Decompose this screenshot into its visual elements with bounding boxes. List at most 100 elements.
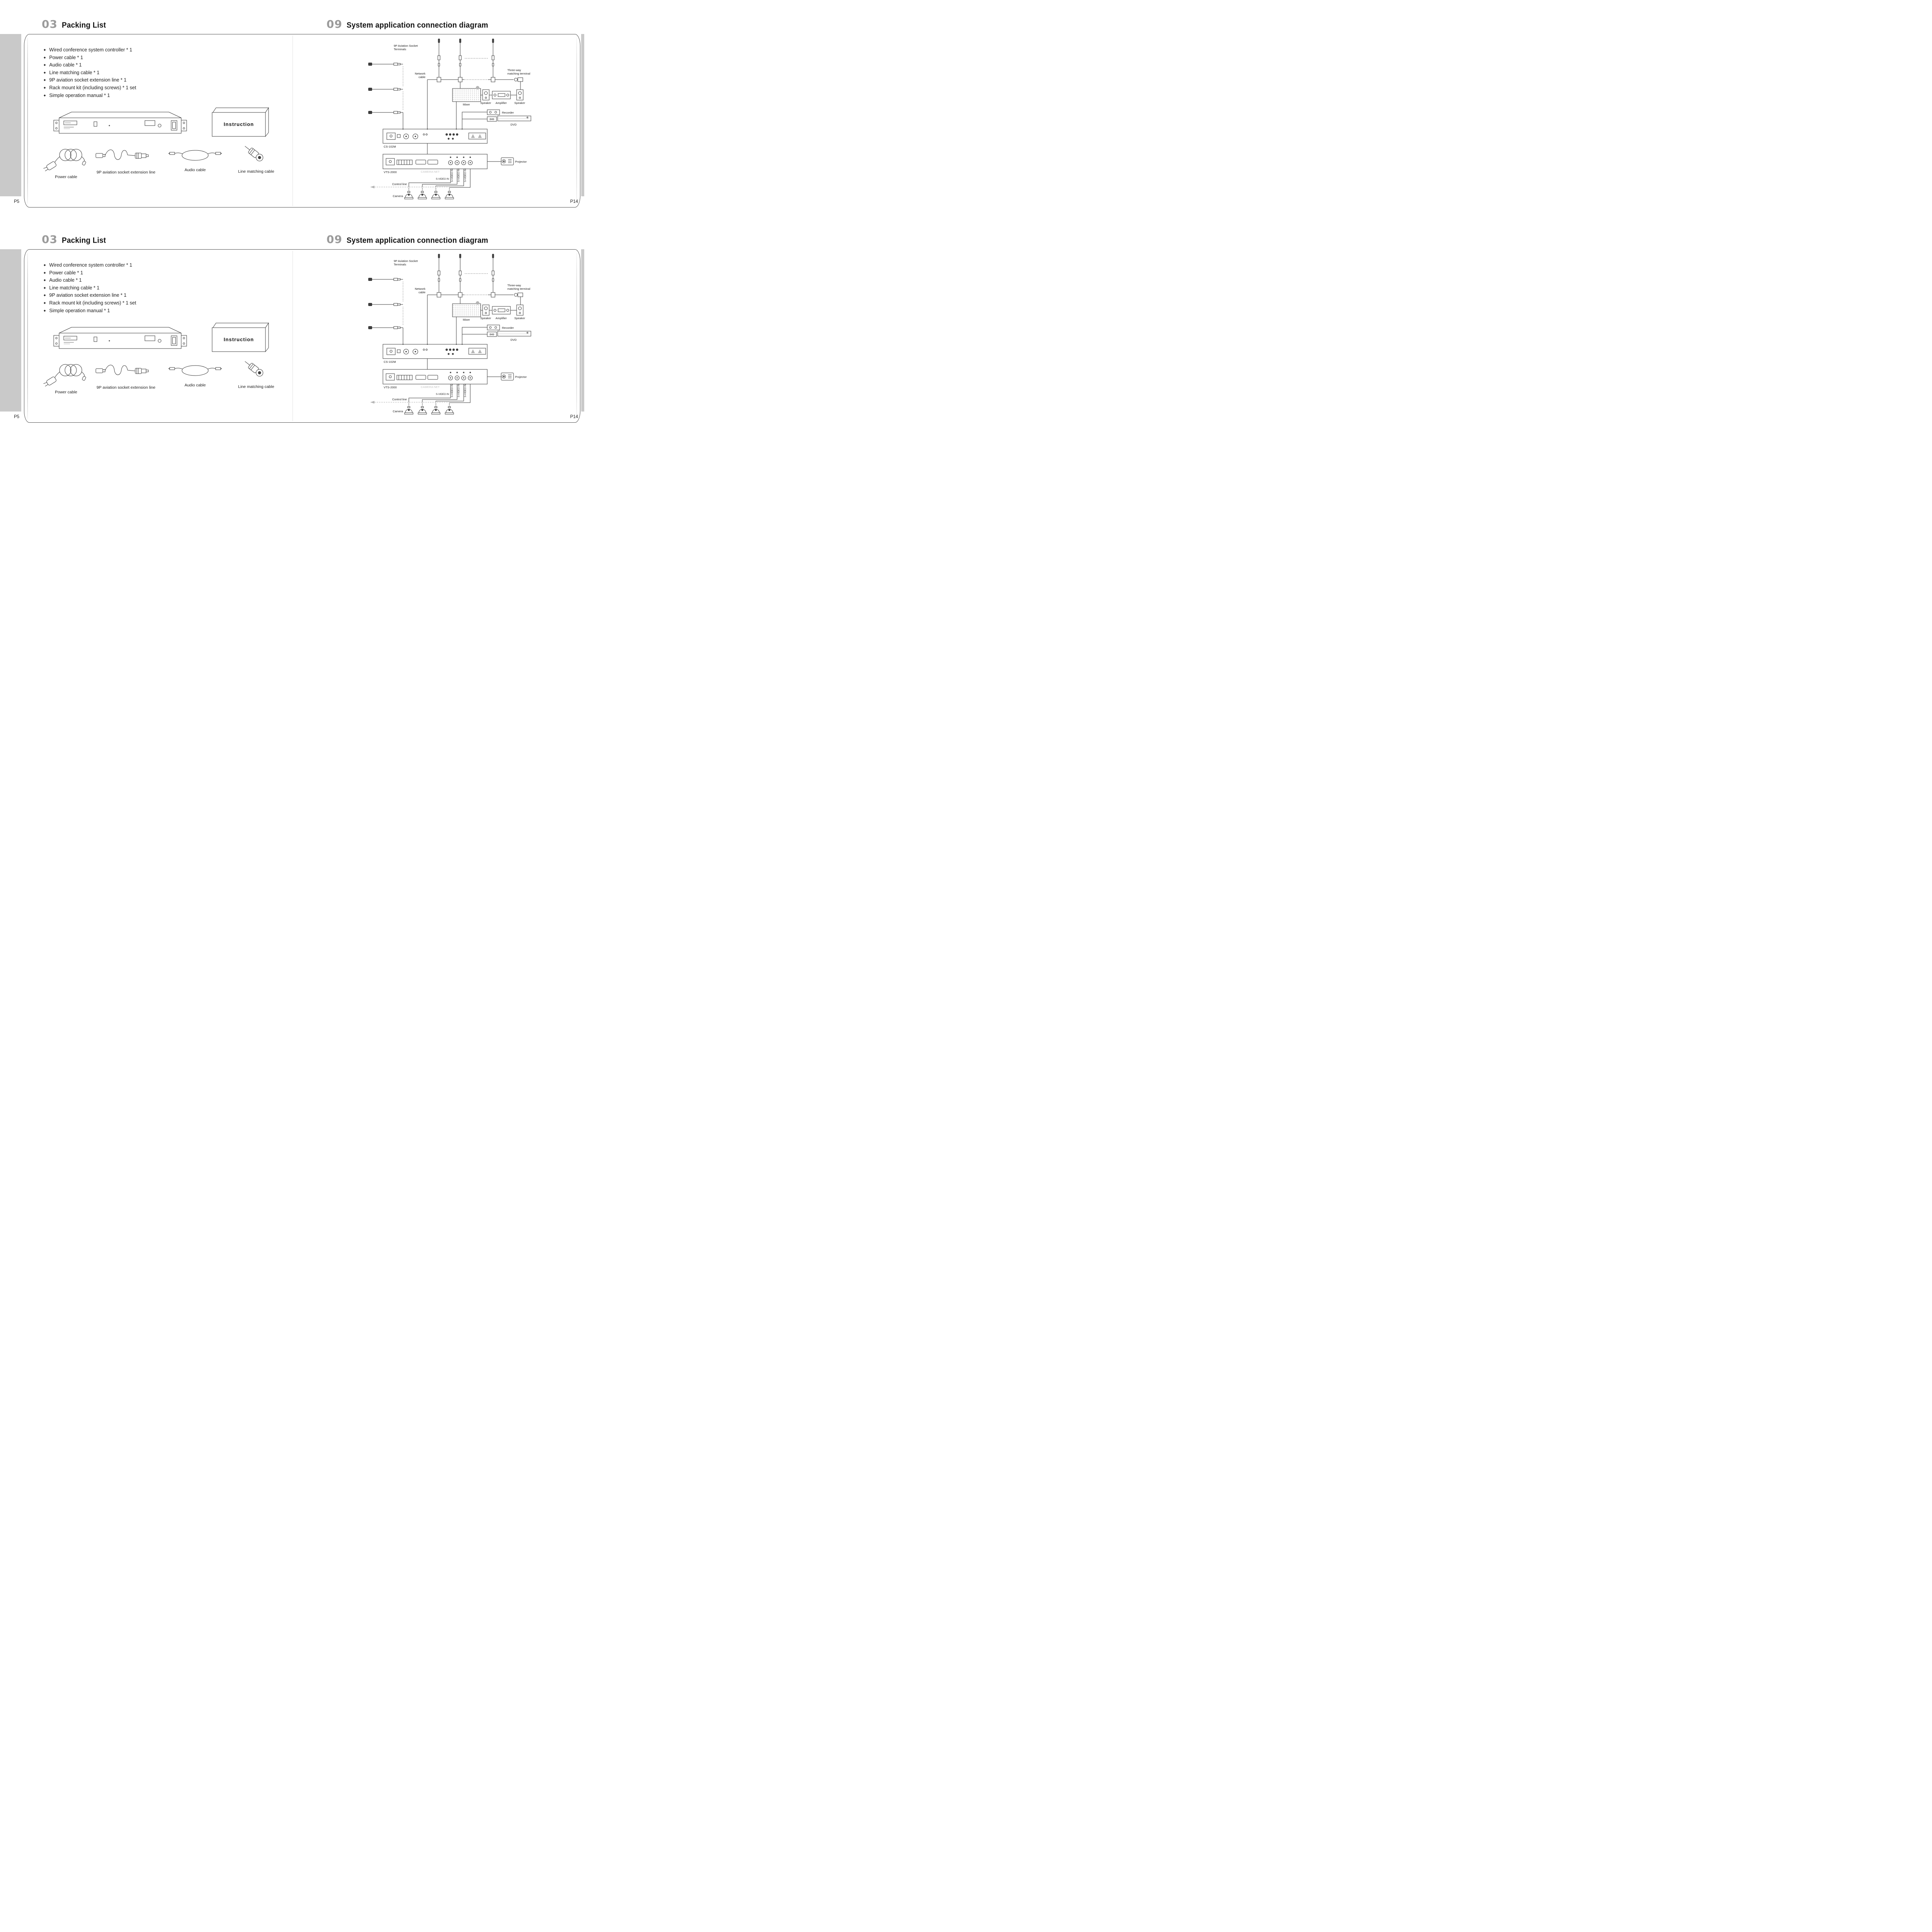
cable-caption: Power cable <box>55 175 77 179</box>
diagram-label-speaker: Speaker <box>480 316 491 320</box>
diagram-label-camera: Camera <box>393 194 403 198</box>
diagram-section-header: 09 System application connection diagram <box>327 233 488 246</box>
diagram-label-camera-net: CAMERA NET <box>421 385 440 389</box>
top-mic-icons <box>437 39 495 77</box>
packing-item-label: Audio cable * 1 <box>49 62 82 68</box>
packing-section-number: 03 <box>42 18 58 31</box>
packing-list-item: ◆Line matching cable * 1 <box>44 284 136 292</box>
diamond-bullet-icon: ◆ <box>44 86 46 89</box>
control-line: Control line <box>370 398 450 406</box>
camera-icon <box>404 191 413 199</box>
projector-box: Projector <box>487 372 527 381</box>
diagram-label-camera: Camera <box>393 410 403 413</box>
svg-text:cable: cable <box>418 291 425 294</box>
cable-caption: Line matching cable <box>238 384 274 389</box>
camera-icons: Camera <box>393 191 454 199</box>
diagram-label-threeway: Three-way <box>507 284 521 287</box>
packing-list-item: ◆Simple operation manual * 1 <box>44 92 136 100</box>
aviation-extension-figure: 9P aviation socket extension line <box>93 359 159 390</box>
svg-text:Terminals: Terminals <box>394 263 406 266</box>
packing-item-label: Wired conference system controller * 1 <box>49 262 133 268</box>
diagram-label-vts2000: VTS-2000 <box>384 386 397 389</box>
diagram-label-amplifier: Amplifier <box>495 101 507 105</box>
cable-caption: Line matching cable <box>238 169 274 174</box>
left-mic-icons <box>368 278 403 344</box>
diagram-label-amplifier: Amplifier <box>495 316 507 320</box>
diamond-bullet-icon: ◆ <box>44 271 46 274</box>
speaker-amplifier-row: Speaker Amplifier Speaker <box>480 304 525 320</box>
dvd-player-box: DVD DVD <box>462 116 531 126</box>
threeway-terminal-icon <box>514 293 523 305</box>
camera-icon <box>431 406 440 415</box>
camera-icon <box>418 406 427 415</box>
cable-caption: 9P aviation socket extension line <box>96 385 156 390</box>
diagram-label-recorder: Recorder <box>502 111 514 114</box>
packing-list-item: ◆Rack mount kit (including screws) * 1 s… <box>44 299 136 307</box>
diagram-label-cs102m: CS-102M <box>384 360 396 364</box>
diagram-label-s-video-in: S-VIDEO IN <box>436 393 449 396</box>
camera-icon <box>418 191 427 199</box>
cs102m-unit: CS-102M <box>383 128 488 154</box>
packing-item-label: Simple operation manual * 1 <box>49 308 110 313</box>
diagram-label-projector: Projector <box>515 375 527 379</box>
instruction-booklet: Instruction <box>212 107 269 137</box>
packing-item-label: Power cable * 1 <box>49 270 83 276</box>
diagram-section-number: 09 <box>327 233 342 246</box>
diagram-label-speaker: Speaker <box>514 316 525 320</box>
cable-caption: 9P aviation socket extension line <box>96 170 156 175</box>
svg-text:matching terminal: matching terminal <box>507 287 531 291</box>
svg-text:cable: cable <box>418 75 425 79</box>
diagram-label-mixer: Mixer <box>463 318 470 321</box>
page-number-right: P14 <box>570 199 578 204</box>
diagram-label-control-line: Control line <box>392 398 407 401</box>
diagram-label-speaker: Speaker <box>514 101 525 105</box>
diamond-bullet-icon: ◆ <box>44 79 46 82</box>
page-frame: ◆Wired conference system controller * 1 … <box>24 34 580 207</box>
diagram-label-s-video-in: S-VIDEO IN <box>436 178 449 180</box>
scanned-manual-page: 03 Packing List 09 System application co… <box>0 0 584 430</box>
camera-icon <box>445 191 454 199</box>
svg-text:Terminals: Terminals <box>394 48 406 51</box>
dvd-badge: DVD <box>490 334 494 336</box>
packing-list-item: ◆Audio cable * 1 <box>44 61 136 69</box>
left-margin-strip <box>0 34 21 196</box>
packing-section-title: Packing List <box>61 21 106 30</box>
camera-icons: Camera <box>393 406 454 415</box>
packing-item-label: Line matching cable * 1 <box>49 70 100 75</box>
diagram-label-aviation-terminals: 9P Aviation Socket <box>394 259 418 263</box>
diagram-label-threeway: Three-way <box>507 68 521 72</box>
controller-illustration <box>53 112 187 134</box>
diagram-label-dvd: DVD <box>510 338 517 342</box>
packing-section-header: 03 Packing List <box>42 18 106 31</box>
speaker-amplifier-row: Speaker Amplifier Speaker <box>480 89 525 105</box>
diamond-bullet-icon: ◆ <box>44 309 46 312</box>
packing-section-header: 03 Packing List <box>42 233 106 246</box>
diagram-label-projector: Projector <box>515 160 527 163</box>
controller-illustration <box>53 327 187 349</box>
power-cable-figure: Power cable <box>43 143 89 179</box>
left-margin-strip <box>0 249 21 412</box>
top-mic-icons <box>437 254 495 293</box>
packing-item-label: Rack mount kit (including screws) * 1 se… <box>49 300 136 306</box>
system-diagram: 9P Aviation Socket Terminals Three-way m… <box>368 39 531 199</box>
line-matching-figure: Line matching cable <box>233 143 279 174</box>
diagram-label-dvd: DVD <box>510 123 517 126</box>
recorder-box: Recorder <box>462 325 514 344</box>
aviation-extension-figure: 9P aviation socket extension line <box>93 143 159 175</box>
mic-chain <box>427 292 523 344</box>
page-area: ◆Wired conference system controller * 1 … <box>0 249 584 430</box>
diagram-label-s-video-in: S-VIDEO IN <box>457 384 460 397</box>
diagram-section-header: 09 System application connection diagram <box>327 18 488 31</box>
line-matching-figure: Line matching cable <box>233 359 279 389</box>
diamond-bullet-icon: ◆ <box>44 264 46 267</box>
packing-list-item: ◆Simple operation manual * 1 <box>44 307 136 315</box>
vts2000-unit: VTS-2000 CAMERA NET <box>383 369 488 389</box>
diagram-label-mixer: Mixer <box>463 103 470 106</box>
packing-list-item: ◆Wired conference system controller * 1 <box>44 262 136 269</box>
manual-spread: 03 Packing List 09 System application co… <box>0 0 584 215</box>
mixer-box: Mixer <box>452 301 481 344</box>
projector-box: Projector <box>487 157 527 165</box>
left-mic-icons <box>368 63 403 129</box>
cable-caption: Audio cable <box>184 383 206 388</box>
packing-item-label: 9P aviation socket extension line * 1 <box>49 77 127 83</box>
